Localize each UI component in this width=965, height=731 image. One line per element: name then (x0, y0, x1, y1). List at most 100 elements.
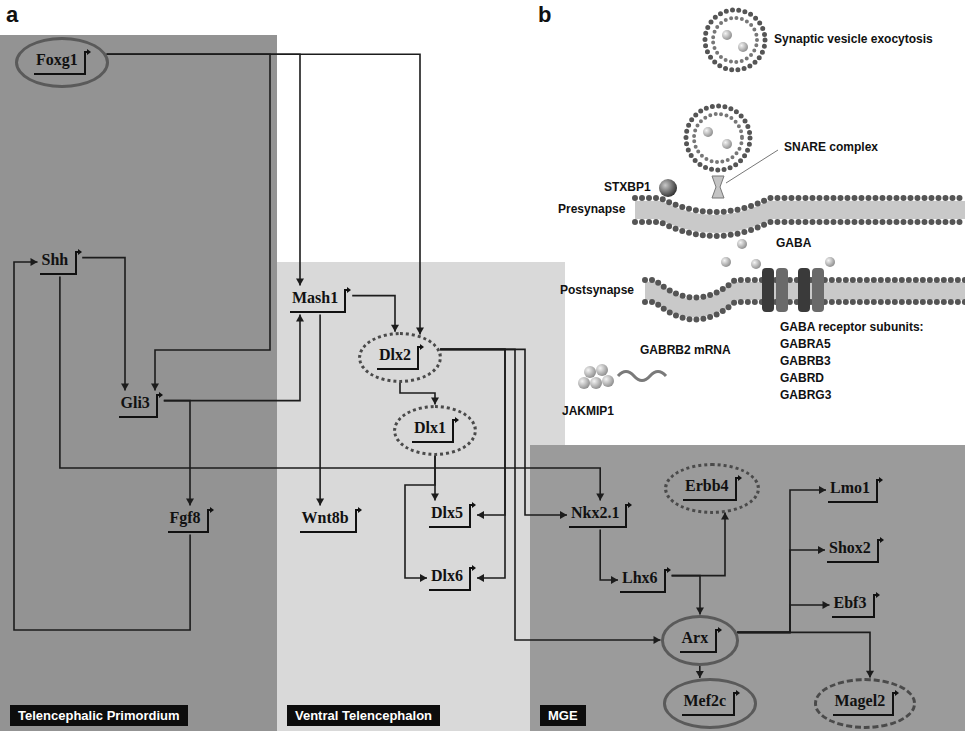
vesicle-top (705, 10, 765, 70)
connector-line (352, 296, 395, 332)
arrowhead (431, 494, 439, 501)
gene-body: Shh (38, 248, 83, 277)
arrowhead (818, 546, 825, 554)
circled-gene: Dlx1 (393, 405, 477, 456)
connector-line (405, 456, 435, 579)
gene-name: Erbb4 (685, 476, 729, 495)
connector-line (737, 632, 870, 677)
arrowhead (654, 636, 661, 644)
annotation-label: GABRB2 mRNA (640, 343, 731, 357)
arrowhead (866, 671, 874, 678)
promoter-line (429, 568, 473, 590)
panel-letter: a (6, 2, 18, 28)
connector-line (737, 490, 826, 632)
gene-node: Shox2 (825, 536, 885, 565)
region-label: Ventral Telencephalon (287, 705, 440, 726)
receptor-subunit (812, 268, 824, 312)
arrowhead (819, 486, 826, 494)
protein-sphere (596, 364, 608, 376)
connector-line (672, 576, 700, 615)
protein-sphere (584, 366, 596, 378)
gene-body: Ebf3 (830, 591, 881, 620)
promoter-line (683, 478, 739, 500)
gene-name: Fgf8 (170, 508, 201, 527)
transcription-arrow (738, 475, 742, 481)
gene-body: Dlx2 (375, 343, 425, 372)
arrowhead (823, 601, 830, 609)
membrane-leaflet (635, 222, 965, 236)
transcription-arrow (472, 502, 476, 508)
arrowhead (31, 258, 38, 266)
region-label-text: MGE (548, 707, 578, 724)
regulatory-connector (440, 349, 505, 582)
connector-line (440, 349, 567, 515)
gene-body: Dlx6 (427, 564, 477, 593)
gene-name: Lmo1 (830, 478, 870, 497)
circled-gene: Foxg1 (15, 37, 109, 88)
connector-line (440, 349, 505, 515)
regulatory-connector (737, 486, 826, 632)
promoter-line (569, 505, 629, 527)
regulatory-connector (672, 513, 729, 576)
gene-node: Dlx5 (427, 501, 477, 530)
transcription-arrow (667, 567, 671, 573)
connector-line (82, 258, 125, 391)
vesicle-outer-leaflet (686, 106, 750, 170)
annotation-label: Presynapse (558, 202, 625, 216)
arrowhead (560, 511, 567, 519)
gene-body: Fgf8 (166, 506, 215, 535)
regulatory-connector (107, 54, 424, 334)
panel-letter: b (538, 2, 551, 28)
annotation-label: GABA (776, 236, 811, 250)
gene-name: Mef2c (684, 691, 727, 710)
gaba-molecule (703, 127, 713, 137)
regulatory-connector (737, 601, 829, 632)
region-label-text: Ventral Telencephalon (295, 707, 432, 724)
transcription-arrow (455, 417, 459, 423)
arrowhead (431, 398, 439, 405)
regulatory-connector (737, 546, 825, 632)
gene-node: Dlx6 (427, 564, 477, 593)
regulatory-connector (82, 258, 129, 391)
regulatory-connector (164, 315, 304, 401)
annotation-label: GABRD (780, 371, 824, 385)
promoter-line (620, 570, 668, 592)
presynaptic-membrane (635, 198, 965, 236)
arrowhead (186, 499, 194, 506)
annotation-label: GABA receptor subunits: (780, 320, 924, 334)
protein-sphere (590, 377, 602, 389)
gene-body: Gli3 (117, 391, 164, 420)
arrowhead (121, 384, 129, 391)
regulatory-connector (440, 349, 567, 519)
transcription-arrow (210, 507, 214, 513)
arrowhead (296, 279, 304, 286)
gene-node: Nkx2.1 (567, 501, 633, 530)
connector-line (600, 530, 618, 581)
gene-node: Lhx6 (618, 566, 672, 595)
vesicle-inner-leaflet (694, 114, 742, 162)
annotation-label: STXBP1 (604, 180, 651, 194)
arrowhead (611, 576, 618, 584)
promoter-line (832, 595, 877, 617)
transcription-arrow (78, 249, 82, 255)
receptor-subunit (776, 268, 788, 312)
gene-name: Foxg1 (36, 50, 78, 69)
connector-line (60, 277, 600, 501)
transcription-arrow (880, 537, 884, 543)
transcription-arrow (736, 690, 740, 696)
regulatory-connector (431, 456, 439, 501)
gene-body: Mash1 (288, 286, 352, 315)
transcription-arrow (358, 507, 362, 513)
annotation-label: JAKMIP1 (562, 404, 614, 418)
gene-body: Lhx6 (618, 566, 672, 595)
regulatory-connector (400, 383, 439, 405)
circled-gene: Dlx2 (358, 332, 442, 383)
vesicle-docked (686, 106, 750, 170)
circled-gene: Magel2 (814, 678, 917, 729)
gene-body: Wnt8b (298, 506, 363, 535)
connector-line (107, 54, 270, 390)
gene-body: Arx (678, 626, 723, 655)
connector-line (319, 315, 321, 506)
annotation-label: GABRG3 (780, 388, 831, 402)
connector-line (164, 315, 300, 401)
